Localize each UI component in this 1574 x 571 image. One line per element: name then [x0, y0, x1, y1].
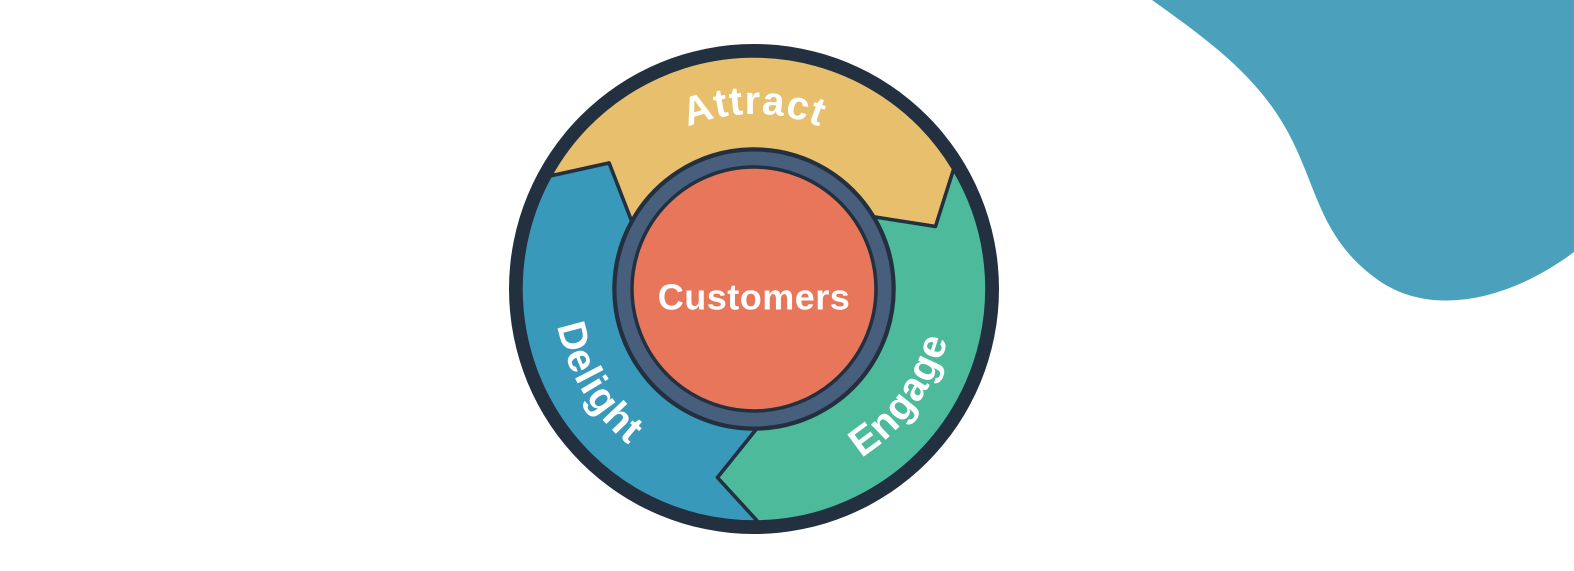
customers-circle: [630, 165, 878, 413]
corner-blob-shape: [1152, 0, 1574, 301]
customers-label: Customers: [658, 277, 851, 318]
